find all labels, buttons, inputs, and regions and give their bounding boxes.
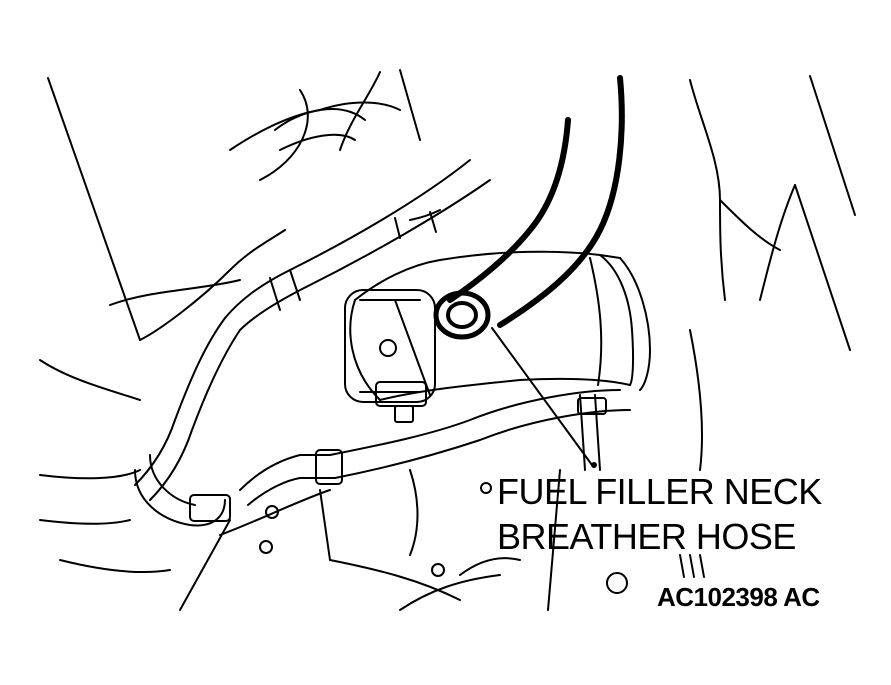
lower-left-clamp [134, 454, 492, 577]
figure-reference-code: AC102398 AC [657, 582, 820, 612]
label-area-fasteners [606, 554, 705, 594]
lower-hoses [239, 389, 631, 506]
breather-hose-tubes [134, 159, 491, 501]
callout-leader [491, 327, 597, 468]
callout-label-line-1: FUEL FILLER NECK [497, 471, 822, 512]
breather-hose [433, 75, 625, 340]
body-panel-outlines [39, 69, 856, 611]
callout-label-line-2: BREATHER HOSE [497, 516, 796, 557]
fuel-filler-neck [344, 250, 651, 423]
